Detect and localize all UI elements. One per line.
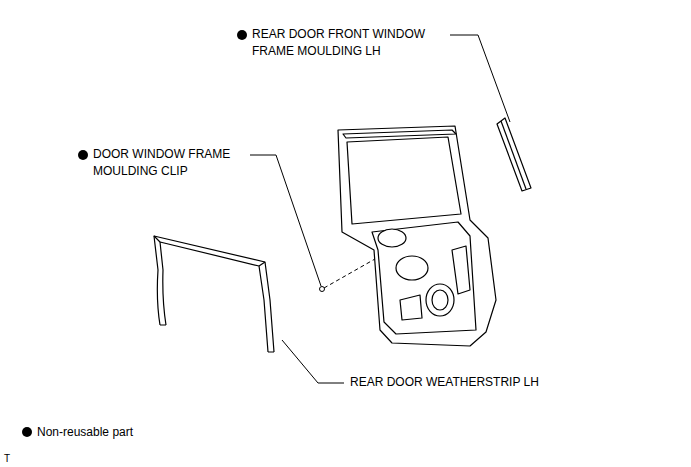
panel-hole	[452, 246, 470, 294]
weatherstrip-inner	[160, 242, 268, 352]
window-opening	[347, 137, 461, 224]
panel-hole	[378, 229, 406, 247]
inner-panel	[372, 222, 476, 334]
symbol-dots	[22, 30, 247, 437]
moulding-strip	[497, 118, 531, 191]
weatherstrip	[154, 236, 274, 352]
legend-text: Non-reusable part	[37, 424, 133, 441]
moulding-edge	[501, 121, 526, 189]
leader-lines	[250, 35, 510, 383]
speaker-hole	[426, 284, 454, 316]
non-reusable-dot	[78, 150, 88, 160]
part-name: DOOR WINDOW FRAME MOULDING CLIP	[93, 146, 243, 180]
door-outline	[338, 126, 496, 346]
leader-line	[450, 35, 510, 122]
weatherstrip-outer	[154, 236, 274, 352]
panel-hole	[400, 295, 422, 320]
leader-line	[282, 340, 344, 383]
rear-door	[338, 126, 496, 346]
part-name: REAR DOOR WEATHERSTRIP LH	[350, 374, 650, 391]
weatherstrip-ends	[154, 236, 274, 352]
leader-line	[250, 155, 321, 286]
figure-mark: T	[4, 450, 34, 467]
window-moulding	[497, 118, 531, 191]
speaker-hole	[432, 290, 448, 310]
door-frame-edge	[343, 130, 456, 138]
part-name: REAR DOOR FRONT WINDOW FRAME MOULDING LH	[252, 26, 442, 60]
moulding-clip	[320, 287, 325, 292]
panel-hole	[396, 256, 428, 280]
legend-dot	[22, 427, 32, 437]
non-reusable-dot	[237, 30, 247, 40]
